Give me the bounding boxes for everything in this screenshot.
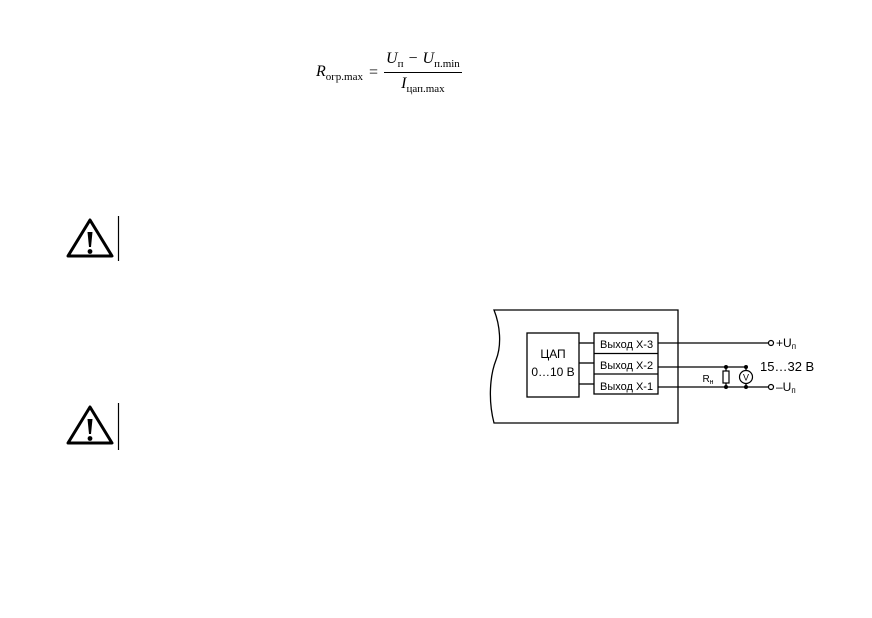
voltage-range-label: 15…32 В <box>760 359 814 374</box>
formula-fraction: Uп−Uп.min Iцап.max <box>384 50 462 95</box>
voltmeter-icon <box>738 369 754 385</box>
output-x1-label: Выход X-1 <box>600 381 653 393</box>
output-x3-label: Выход X-3 <box>600 339 653 351</box>
fraction-bar <box>384 72 462 74</box>
warning-triangle-icon <box>66 216 120 261</box>
formula-lhs: Rогр.max <box>316 62 363 83</box>
wiring-diagram: ЦАП 0…10 В Выход X-3 Выход X-2 Выход X-1… <box>486 305 826 430</box>
dac-label: ЦАП <box>540 347 565 361</box>
voltmeter-label: V <box>743 373 749 383</box>
formula-equals: = <box>368 63 379 81</box>
load-resistor <box>722 370 730 384</box>
formula-denominator: Iцап.max <box>401 75 445 96</box>
warning-triangle-icon <box>66 403 120 450</box>
warning-block-2 <box>64 401 124 451</box>
minus-supply-label: –Uп <box>776 380 796 395</box>
formula-numerator: Uп−Uп.min <box>386 50 460 71</box>
device-housing <box>489 309 679 424</box>
load-resistor-label: Rн <box>702 374 713 386</box>
plus-supply-label: +Uп <box>776 336 796 351</box>
warning-block-1 <box>64 214 124 264</box>
dac-range-label: 0…10 В <box>531 365 574 379</box>
output-x2-label: Выход X-2 <box>600 360 653 372</box>
formula-r-limit-max: Rогр.max = Uп−Uп.min Iцап.max <box>316 50 462 95</box>
dac-block <box>526 332 580 398</box>
